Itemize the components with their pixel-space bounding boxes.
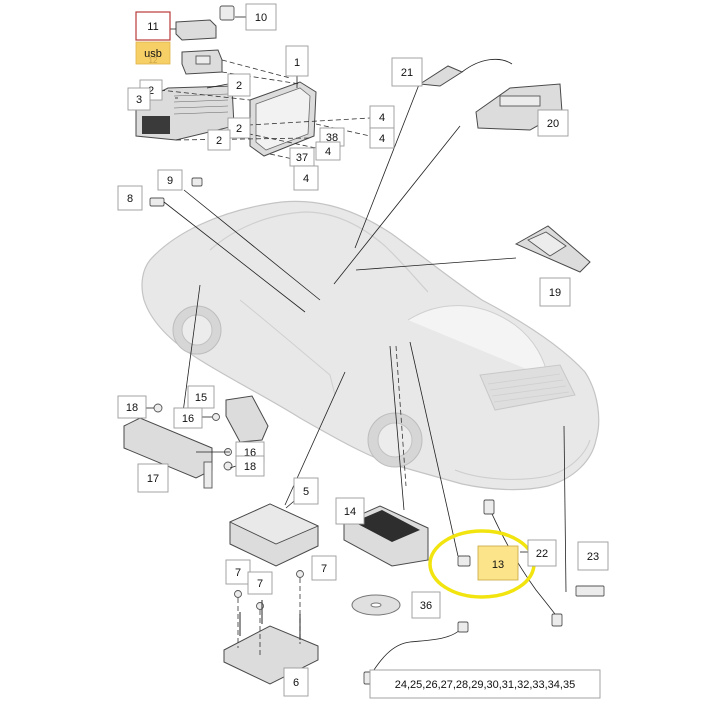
part-36-disc [351,594,401,616]
part-1-display [249,81,317,157]
callout-13: 13 [477,545,519,581]
svg-text:37: 37 [296,152,308,164]
svg-text:16: 16 [182,413,194,425]
svg-text:23: 23 [587,551,599,563]
callout-15: 15 [187,385,215,409]
callout-6: 6 [283,667,309,697]
part-14-tray [343,505,429,567]
callout-21: 21 [391,57,423,87]
svg-text:18: 18 [126,402,138,414]
svg-text:12: 12 [149,56,158,65]
svg-text:24,25,26,27,28,29,30,31,32,33,: 24,25,26,27,28,29,30,31,32,33,34,35 [395,679,575,691]
svg-text:1: 1 [294,57,300,69]
callout-38: 38 [319,127,345,147]
callout-22: 22 [527,539,557,567]
svg-text:4: 4 [379,133,385,145]
part-5-control-unit [228,503,320,567]
part-21-antenna [418,58,513,87]
svg-text:2: 2 [236,80,242,92]
svg-text:2: 2 [216,135,222,147]
callout-4d: 4 [293,165,319,191]
part-23-bracket [575,585,605,597]
callout-18b: 18 [235,455,265,477]
part-16-screw [212,413,232,456]
svg-text:21: 21 [401,67,413,79]
callout-7a: 7 [225,559,251,585]
callout-4b: 4 [369,127,395,149]
svg-text:10: 10 [255,12,267,24]
svg-text:13: 13 [492,559,504,571]
callout-2d: 2 [207,129,231,151]
svg-text:3: 3 [136,94,142,106]
svg-text:2: 2 [236,123,242,135]
part-24-35-cable [363,621,469,685]
svg-text:usb: usb [144,48,162,60]
svg-text:7: 7 [321,563,327,575]
part-12-usb-module [181,49,223,75]
callout-2c: 2 [227,117,251,139]
part-11-module [175,19,217,41]
svg-text:17: 17 [147,473,159,485]
svg-text:8: 8 [127,193,133,205]
callout-11: 11 [135,11,171,41]
callout-8: 8 [117,185,143,211]
svg-text:36: 36 [420,600,432,612]
callout-7c: 7 [247,571,273,595]
callout-37: 37 [289,147,315,167]
callout-4a: 4 [369,105,395,129]
part-9-connector [191,177,203,187]
usb-badge: usb 12 [135,41,171,65]
svg-text:9: 9 [167,175,173,187]
svg-text:18: 18 [244,461,256,473]
svg-text:20: 20 [547,118,559,130]
callout-20: 20 [537,109,569,137]
callout-14: 14 [335,497,365,525]
callout-10: 10 [245,3,277,31]
svg-text:4: 4 [325,146,331,158]
svg-text:11: 11 [147,21,158,33]
svg-text:14: 14 [344,506,356,518]
callout-7b: 7 [311,555,337,581]
callout-17: 17 [137,463,169,493]
svg-text:38: 38 [326,132,338,144]
callout-3: 3 [127,87,151,111]
part-8-connector [149,197,165,207]
callouts: 11 10 usb 12 1 2 2 3 2 [117,3,609,699]
svg-text:7: 7 [257,578,263,590]
svg-text:4: 4 [379,112,385,124]
callout-16a: 16 [173,407,203,429]
svg-text:15: 15 [195,392,207,404]
part-13-connector [457,555,471,567]
part-10-connector [219,5,235,21]
callout-9: 9 [157,169,183,191]
callout-36: 36 [411,591,441,619]
part-15-module [225,395,269,443]
svg-text:2: 2 [148,85,154,97]
callout-19: 19 [539,277,571,307]
callout-18a: 18 [117,395,147,419]
callout-5: 5 [293,477,319,505]
svg-text:19: 19 [549,287,561,299]
part-19-module [514,225,591,273]
callout-24-35: 24,25,26,27,28,29,30,31,32,33,34,35 [369,669,601,699]
callout-23: 23 [577,541,609,571]
svg-text:5: 5 [303,486,309,498]
part-7-screw [234,570,304,610]
leader-lines [146,16,567,656]
callout-2a: 2 [227,73,251,97]
callout-1: 1 [285,45,309,77]
svg-text:22: 22 [536,548,548,560]
svg-text:4: 4 [303,173,309,185]
svg-text:6: 6 [293,677,299,689]
callout-4c: 4 [315,141,341,161]
svg-text:7: 7 [235,567,241,579]
